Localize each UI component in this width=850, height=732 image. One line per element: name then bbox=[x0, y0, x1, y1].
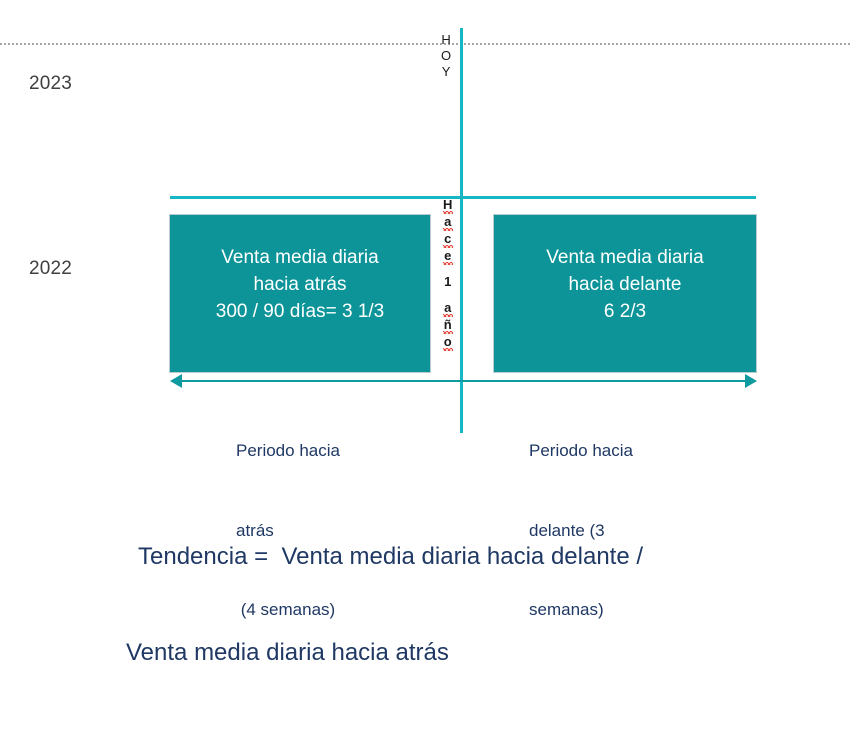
forward-average-box: Venta media diaria hacia delante 6 2/3 bbox=[493, 214, 757, 373]
today-letter-y: Y bbox=[441, 64, 451, 79]
hace-letter-h: H bbox=[443, 198, 452, 215]
hace-letter-a: a bbox=[444, 215, 451, 232]
hace-letter-o: o bbox=[444, 335, 452, 352]
forward-period-line-1: Periodo hacia bbox=[529, 441, 633, 461]
hace-letter-e: e bbox=[444, 249, 451, 266]
boxes-top-rule bbox=[170, 196, 756, 199]
formula-line-1: Tendencia = Venta media diaria hacia del… bbox=[138, 542, 644, 570]
formula-line-2: Venta media diaria hacia atrás bbox=[126, 638, 449, 666]
timeline-diagram: 2023 2022 H O Y H a c e 1 a ñ o Venta me… bbox=[0, 0, 850, 564]
forward-arrow-head-icon bbox=[745, 374, 757, 388]
hace-letter-1: 1 bbox=[444, 274, 452, 289]
backward-box-line-1: Venta media diaria bbox=[221, 247, 379, 269]
today-marker-label: H O Y bbox=[441, 33, 451, 81]
forward-period-line-2: delante (3 bbox=[529, 520, 605, 540]
today-letter-h: H bbox=[441, 32, 451, 47]
today-vertical-axis bbox=[460, 28, 463, 433]
backward-box-line-2: hacia atrás bbox=[253, 274, 347, 296]
backward-period-line-2: atrás bbox=[236, 520, 274, 540]
backward-period-line-1: Periodo hacia bbox=[236, 441, 340, 461]
hace-letter-c: c bbox=[444, 232, 451, 249]
backward-box-line-3: 300 / 90 días= 3 1/3 bbox=[215, 300, 385, 322]
year-label-2022: 2022 bbox=[29, 258, 73, 279]
year-divider-dotted-line bbox=[0, 43, 850, 45]
today-letter-o: O bbox=[441, 48, 452, 63]
backward-arrow-head-icon bbox=[170, 374, 182, 388]
trend-formula: Tendencia = Venta media diaria hacia del… bbox=[126, 477, 644, 732]
forward-box-line-3: 6 2/3 bbox=[603, 300, 647, 322]
backward-period-arrow-line bbox=[177, 380, 461, 382]
one-year-ago-marker-label: H a c e 1 a ñ o bbox=[443, 198, 452, 352]
year-label-2023: 2023 bbox=[29, 73, 73, 94]
forward-box-line-2: hacia delante bbox=[568, 274, 682, 296]
backward-average-box: Venta media diaria hacia atrás 300 / 90 … bbox=[169, 214, 431, 373]
forward-period-arrow-line bbox=[461, 380, 749, 382]
forward-box-line-1: Venta media diaria bbox=[546, 247, 704, 269]
hace-letter-enye: ñ bbox=[444, 318, 452, 335]
hace-letter-a2: a bbox=[444, 301, 451, 318]
